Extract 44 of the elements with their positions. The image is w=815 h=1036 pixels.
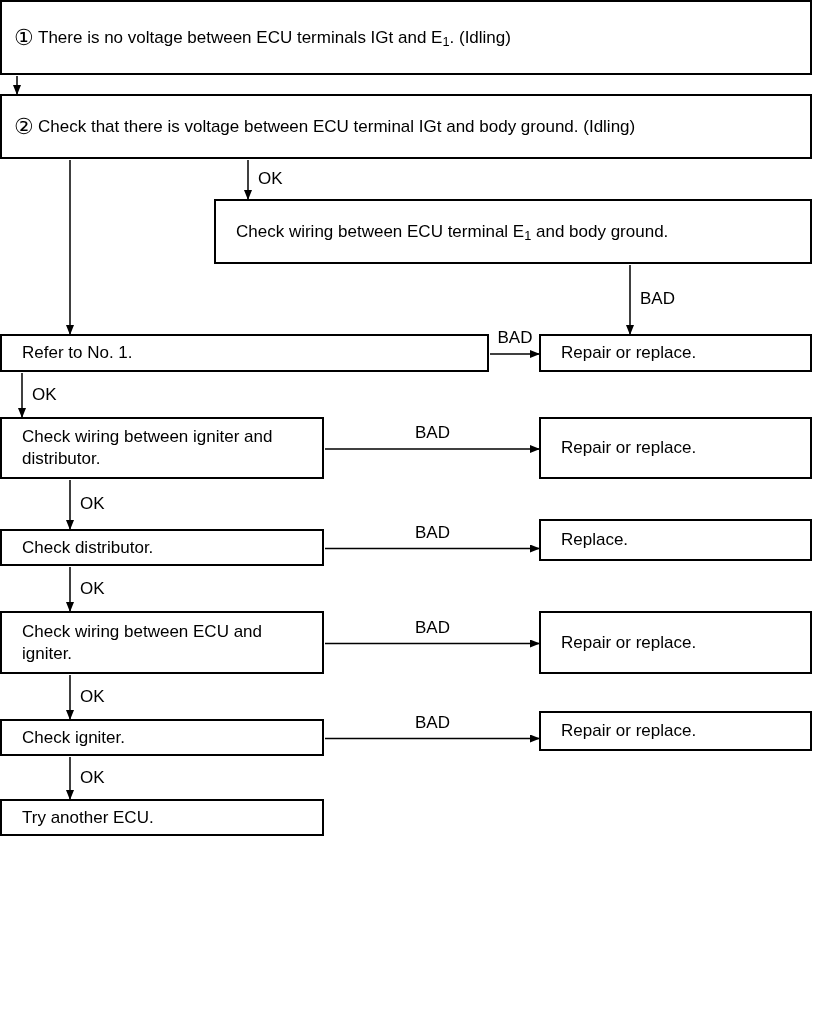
arrow	[18, 372, 26, 419]
box-text: Repair or replace.	[560, 437, 698, 459]
process-box	[0, 799, 324, 836]
process-box	[539, 334, 812, 372]
process-box	[0, 611, 324, 674]
process-box	[539, 611, 812, 674]
process-box	[0, 334, 489, 372]
arrow	[66, 566, 74, 613]
box-text: Check igniter.	[21, 726, 126, 749]
process-box	[539, 417, 812, 479]
process-box	[539, 519, 812, 561]
arrow	[489, 350, 541, 358]
box-text: There is no voltage between ECU terminals IGt and E$_{1}$. (Idling)	[38, 26, 511, 49]
arrow	[324, 734, 541, 743]
arrow	[13, 75, 21, 96]
box-text: Check that there is voltage between ECU terminal IGt and body ground. (Idling)	[38, 115, 636, 138]
process-box	[0, 529, 324, 566]
arrow	[66, 479, 74, 531]
box-text: Repair or replace.	[560, 720, 698, 742]
box-text: Try another ECU.	[21, 806, 155, 829]
box-text: Check wiring between ECU terminal E$_{1}$ and body ground.	[235, 220, 670, 243]
step-number: ②	[14, 115, 34, 138]
process-box	[539, 711, 812, 751]
box-text: Replace.	[560, 529, 630, 551]
arrow	[244, 159, 252, 201]
arrow	[626, 264, 634, 336]
box-text: Refer to No. 1.	[21, 342, 134, 364]
arrow	[324, 639, 541, 648]
arrow	[324, 544, 541, 553]
process-box	[0, 417, 324, 479]
process-box	[0, 94, 812, 159]
process-box	[0, 0, 812, 75]
arrow	[66, 756, 74, 801]
step-number: ①	[14, 26, 34, 49]
arrow	[324, 445, 541, 453]
arrow	[66, 159, 74, 336]
arrow	[66, 674, 74, 721]
box-text: Repair or replace.	[560, 342, 698, 364]
box-text: Check wiring between igniter and distributor.	[21, 426, 274, 470]
process-box	[214, 199, 812, 264]
box-text: Check wiring between ECU and igniter.	[21, 620, 263, 665]
box-text: Repair or replace.	[560, 631, 698, 654]
process-box	[0, 719, 324, 756]
box-text: Check distributor.	[21, 536, 155, 559]
